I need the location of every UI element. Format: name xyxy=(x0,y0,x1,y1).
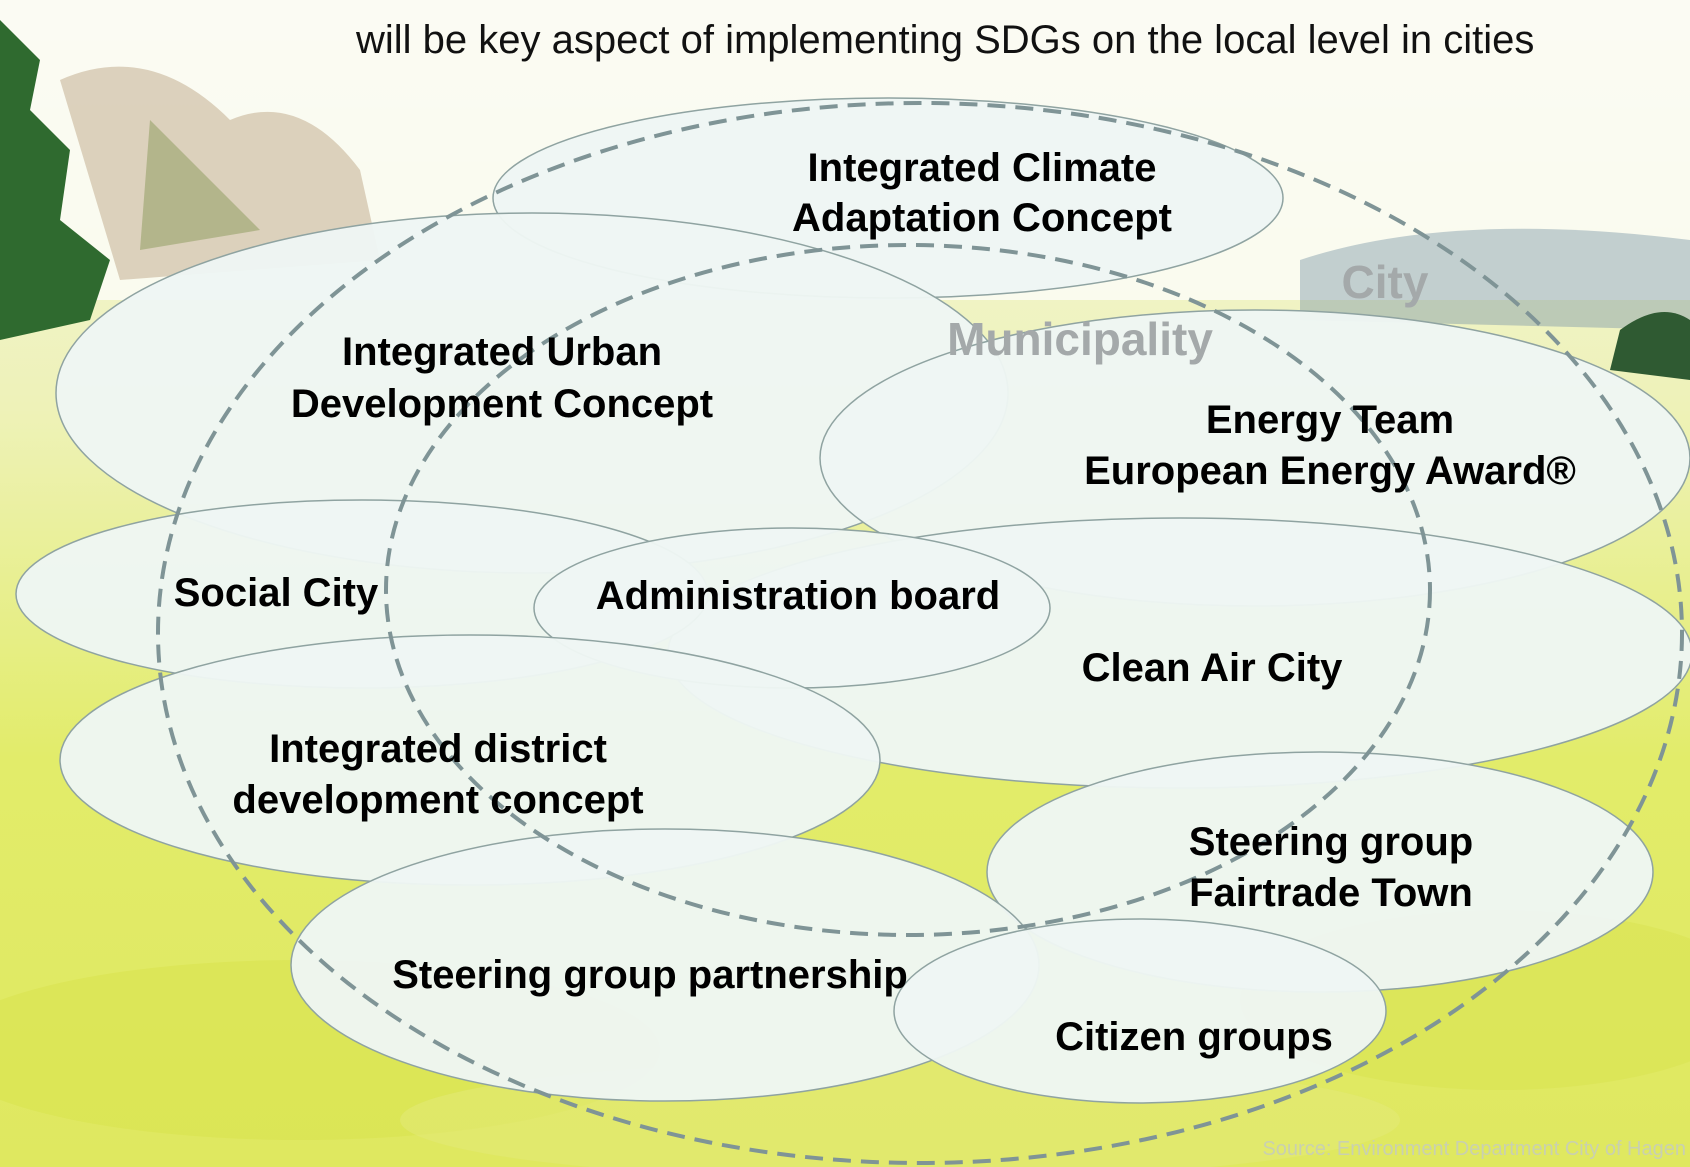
energy-label-line2: European Energy Award® xyxy=(1084,449,1576,493)
admin-board-label: Administration board xyxy=(596,574,1000,618)
bubble-citizen-groups xyxy=(893,918,1387,1104)
municipality-label: Municipality xyxy=(947,313,1213,365)
clean-air-label: Clean Air City xyxy=(1082,646,1344,690)
fairtrade-label-line1: Steering group xyxy=(1189,820,1473,864)
climate-label-line2: Adaptation Concept xyxy=(792,196,1172,240)
municipality-boundary xyxy=(384,243,1432,937)
source-note: Source: Environment Department City of H… xyxy=(1262,1138,1686,1160)
climate-label-line1: Integrated Climate xyxy=(808,146,1157,190)
citizen-groups-label: Citizen groups xyxy=(1055,1015,1333,1059)
district-label-line1: Integrated district xyxy=(269,727,607,771)
energy-label-line1: Energy Team xyxy=(1206,398,1454,442)
fairtrade-label-line2: Fairtrade Town xyxy=(1189,871,1473,915)
district-label-line2: development concept xyxy=(232,778,643,822)
partnership-label: Steering group partnership xyxy=(392,953,908,997)
headline-text: will be key aspect of implementing SDGs … xyxy=(356,18,1535,62)
social-city-label: Social City xyxy=(174,571,379,615)
city-boundary xyxy=(156,101,1684,1165)
urban-label-line1: Integrated Urban xyxy=(342,330,662,374)
city-label: City xyxy=(1342,256,1429,308)
urban-label-line2: Development Concept xyxy=(291,382,713,426)
